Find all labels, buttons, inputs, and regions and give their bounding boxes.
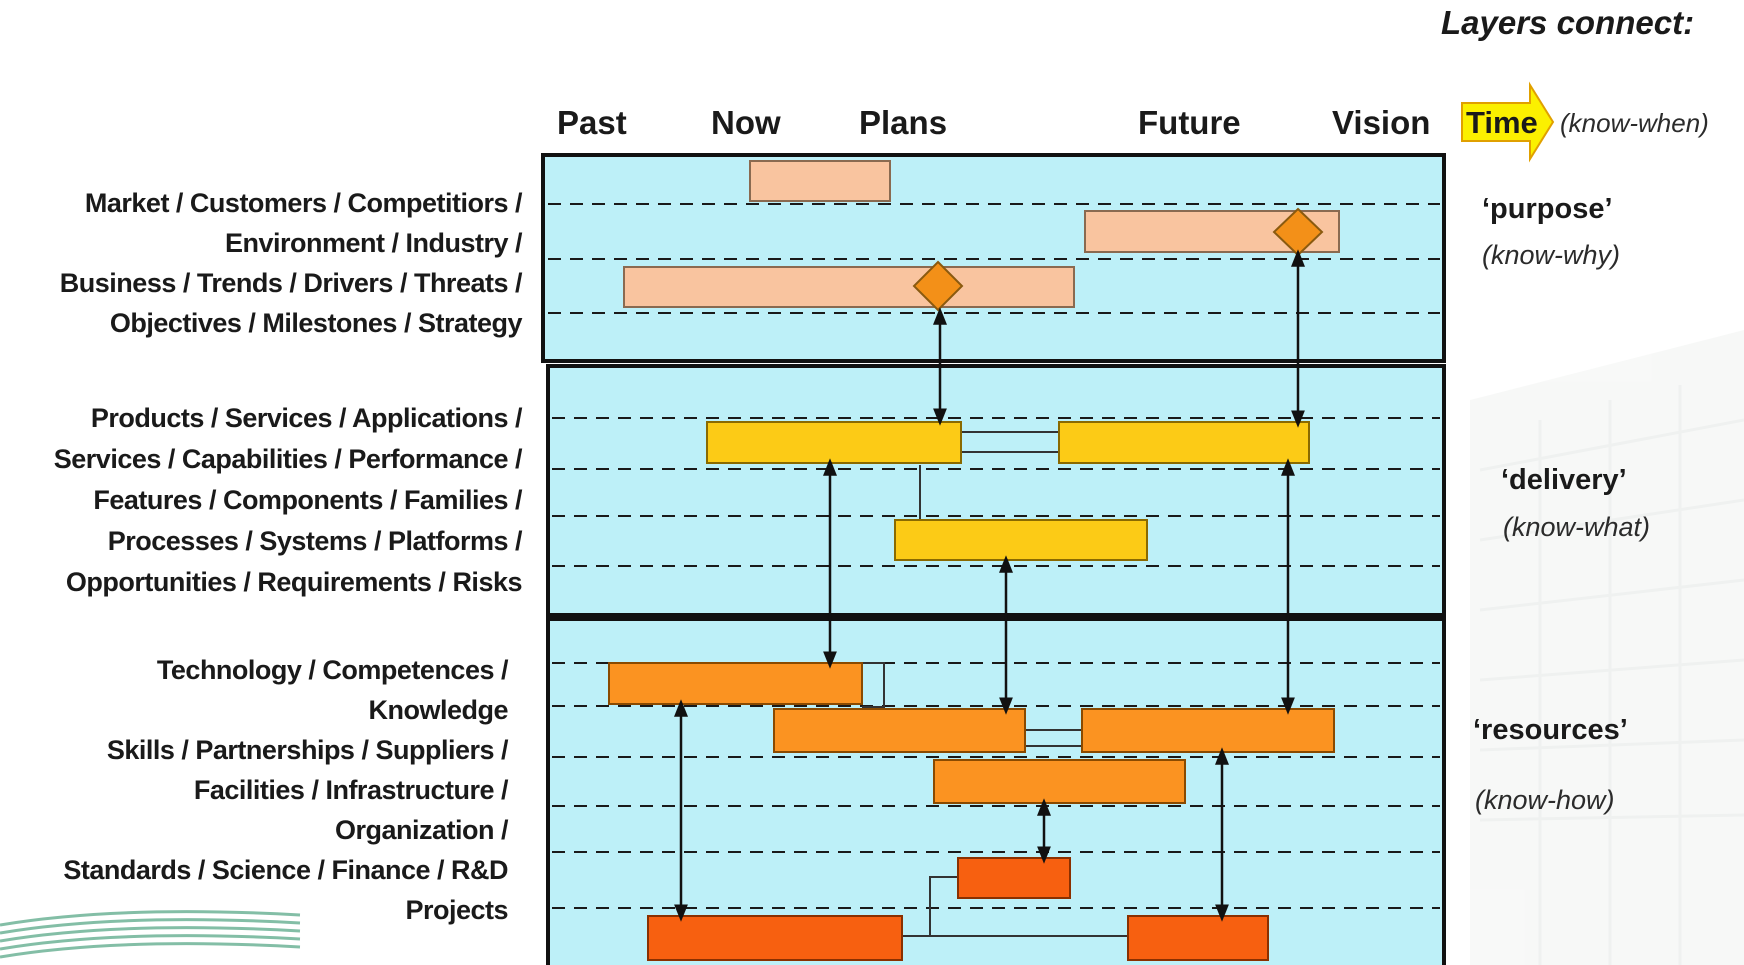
delivery-bar (706, 421, 962, 464)
delivery-label-line: Services / Capabilities / Performance / (53, 444, 523, 474)
project-bar (1127, 915, 1269, 961)
resources-label-line: Organization / (334, 815, 509, 845)
resource-bar (933, 759, 1186, 804)
delivery-bar (894, 519, 1148, 561)
resources-layer-label: Technology / Competences / Knowledge Ski… (0, 650, 508, 930)
delivery-layer-panel (546, 364, 1446, 617)
resources-layer-note: (know-how) (1475, 785, 1615, 815)
purpose-bar (749, 160, 891, 202)
resource-bar (608, 662, 863, 705)
column-header-vision: Vision (1332, 104, 1431, 141)
resources-label-line: Skills / Partnerships / Suppliers / (106, 735, 509, 765)
delivery-label-line: Processes / Systems / Platforms / (107, 526, 523, 556)
delivery-layer-label: Products / Services / Applications / Ser… (0, 398, 523, 603)
purpose-label-line: Business / Trends / Drivers / Threats / (59, 268, 523, 298)
purpose-label-line: Market / Customers / Competitiors / (84, 188, 523, 218)
resource-bar (773, 708, 1026, 753)
layers-connect-heading: Layers connect: (1441, 4, 1695, 41)
resources-layer-name: ‘resources’ (1473, 714, 1628, 746)
purpose-label-line: Environment / Industry / (224, 228, 523, 258)
time-arrow: Time (1461, 81, 1555, 163)
resource-bar (1081, 708, 1335, 753)
sublayer-dashes (548, 203, 1440, 909)
project-bar (647, 915, 903, 961)
delivery-bar (1058, 421, 1310, 464)
delivery-label-line: Products / Services / Applications / (90, 403, 523, 433)
delivery-layer-note: (know-what) (1503, 512, 1651, 542)
green-stripes-decoration (0, 910, 301, 959)
project-bar (957, 857, 1071, 899)
column-header-plans: Plans (859, 104, 948, 141)
column-header-now: Now (711, 104, 781, 141)
delivery-layer-name: ‘delivery’ (1501, 464, 1627, 496)
time-arrow-label: Time (1466, 105, 1538, 140)
purpose-layer-label: Market / Customers / Competitiors / Envi… (2, 183, 523, 343)
delivery-label-line: Features / Components / Families / (93, 485, 522, 515)
purpose-label-line: Objectives / Milestones / Strategy (109, 308, 523, 338)
resources-label-line: Technology / Competences / (156, 655, 509, 685)
purpose-bar (623, 266, 1075, 308)
column-header-past: Past (557, 104, 627, 141)
purpose-layer-note: (know-why) (1482, 240, 1621, 270)
time-arrow-note: (know-when) (1560, 108, 1709, 138)
connection-arrows (674, 249, 1305, 922)
building-watermark (1470, 330, 1744, 965)
resources-label-line: Knowledge (368, 695, 508, 725)
resources-label-line: Standards / Science / Finance / R&D (63, 855, 508, 885)
purpose-layer-name: ‘purpose’ (1482, 193, 1613, 225)
resources-label-line: Facilities / Infrastructure / (193, 775, 509, 805)
delivery-label-line: Opportunities / Requirements / Risks (65, 567, 523, 597)
column-header-future: Future (1138, 104, 1241, 141)
resources-label-line: Projects (405, 895, 508, 925)
link-lines (862, 431, 1128, 937)
